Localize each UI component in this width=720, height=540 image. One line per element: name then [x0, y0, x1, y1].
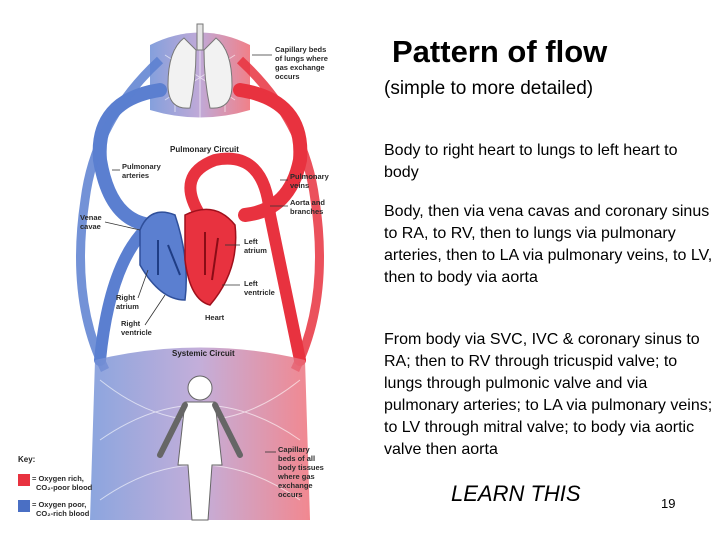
svg-text:= Oxygen poor,CO₂-rich blood: = Oxygen poor,CO₂-rich blood	[32, 500, 90, 518]
legend-key: Key: = Oxygen rich,CO₂-poor blood = Oxyg…	[18, 455, 93, 518]
heart-illustration	[139, 208, 237, 306]
flow-summary-intermediate: Body, then via vena cavas and coronary s…	[384, 203, 713, 286]
systemic-artery-loop	[236, 56, 324, 373]
page-number: 19	[661, 496, 676, 511]
key-swatch-oxygen-poor	[18, 500, 30, 512]
aorta-vessel	[184, 152, 306, 366]
label-pulmonary-circuit: Pulmonary Circuit	[170, 145, 239, 154]
slide-title: Pattern of flow	[392, 34, 608, 69]
key-swatch-oxygen-rich	[18, 474, 30, 486]
svg-text:= Oxygen rich,CO₂-poor blood: = Oxygen rich,CO₂-poor blood	[32, 474, 93, 492]
flow-summary-detailed: From body via SVC, IVC & coronary sinus …	[384, 331, 713, 458]
learn-this-note: LEARN THIS	[451, 481, 581, 506]
label-heart: Heart	[205, 313, 225, 322]
label-systemic-circuit: Systemic Circuit	[172, 349, 235, 358]
flow-summary-simple: Body to right heart to lungs to left hea…	[384, 142, 678, 181]
human-figure	[157, 375, 243, 521]
key-title: Key:	[18, 455, 35, 464]
lungs-illustration	[167, 23, 233, 109]
slide-subtitle: (simple to more detailed)	[384, 78, 594, 99]
systemic-vein-loop	[76, 56, 164, 373]
